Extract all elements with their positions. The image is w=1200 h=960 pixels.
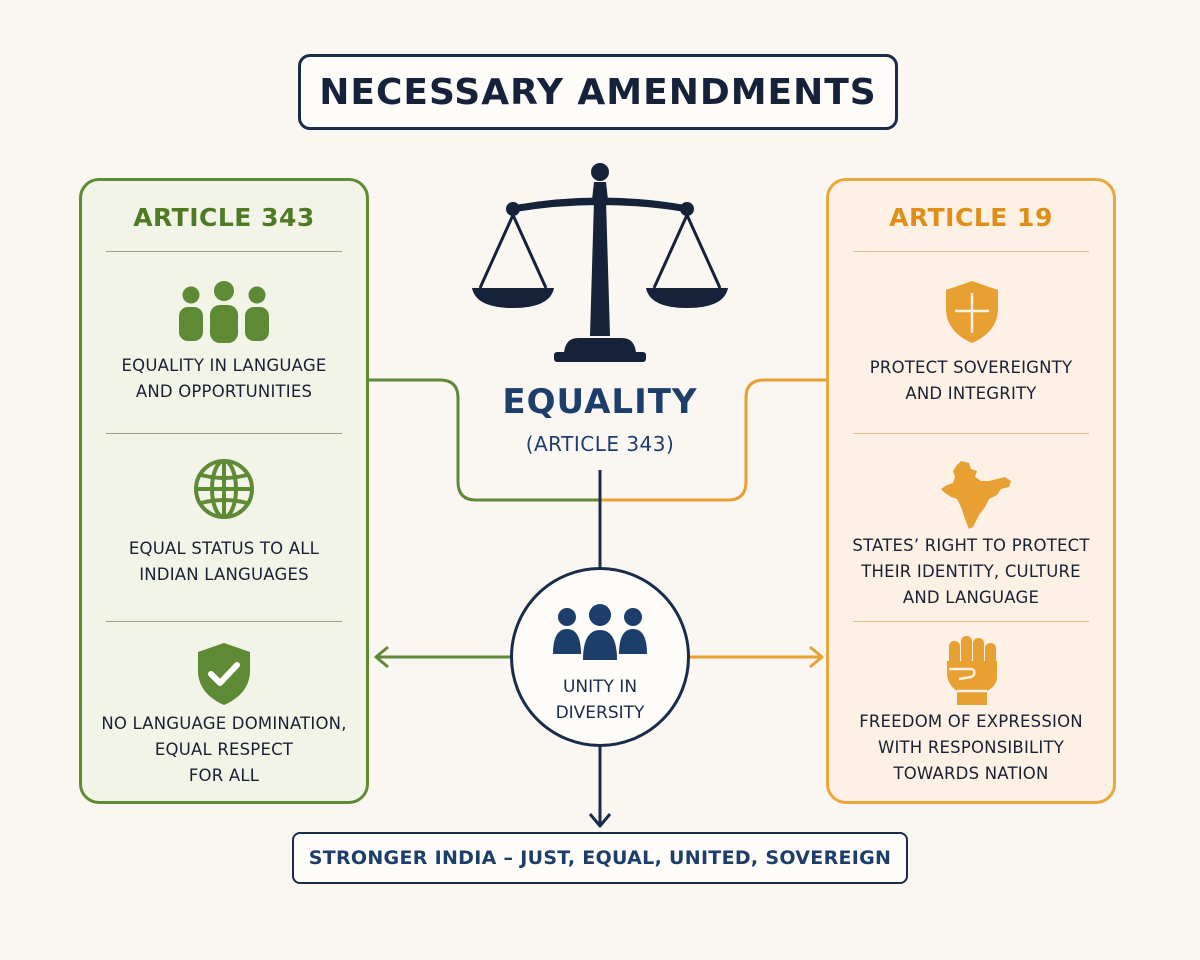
people-group-icon <box>179 281 269 343</box>
equality-language-text: EQUALITY IN LANGUAGE AND OPPORTUNITIES <box>121 356 327 401</box>
article-343-panel: ARTICLE 343 EQUALITY IN LANGUAGE AND OPP… <box>79 178 369 804</box>
divider <box>106 251 342 252</box>
divider <box>853 433 1089 434</box>
page-title: NECESSARY AMENDMENTS <box>319 71 877 113</box>
shield-check-icon <box>198 643 250 705</box>
equal-status-text: EQUAL STATUS TO ALL INDIAN LANGUAGES <box>128 539 320 584</box>
title-box: NECESSARY AMENDMENTS <box>298 54 898 130</box>
divider <box>106 621 342 622</box>
article-343-heading: ARTICLE 343 <box>133 203 315 232</box>
divider <box>106 433 342 434</box>
scales-of-justice-icon <box>472 163 728 362</box>
equality-subtitle: (ARTICLE 343) <box>525 432 675 456</box>
divider <box>853 621 1089 622</box>
divider <box>853 251 1089 252</box>
summary-text: STRONGER INDIA – JUST, EQUAL, UNITED, SO… <box>308 847 892 869</box>
shield-cross-icon <box>946 281 998 343</box>
orange-connector-line <box>600 378 827 502</box>
unity-circle: UNITY IN DIVERSITY <box>510 567 690 747</box>
no-domination-text: NO LANGUAGE DOMINATION, EQUAL RESPECT FO… <box>101 714 347 785</box>
freedom-expression-text: FREEDOM OF EXPRESSION WITH RESPONSIBILIT… <box>859 712 1083 783</box>
raised-fist-icon <box>947 636 997 705</box>
equality-title: EQUALITY <box>502 382 698 422</box>
unity-in-diversity-text: UNITY IN DIVERSITY <box>555 677 645 723</box>
article-19-heading: ARTICLE 19 <box>889 203 1053 232</box>
globe-icon <box>194 459 254 519</box>
states-right-text: STATES’ RIGHT TO PROTECT THEIR IDENTITY,… <box>852 536 1090 607</box>
protect-sovereignty-text: PROTECT SOVEREIGNTY AND INTEGRITY <box>869 358 1073 403</box>
india-map-icon <box>941 461 1011 529</box>
green-connector-line <box>369 378 600 502</box>
article-19-panel: ARTICLE 19 PROTECT SOVEREIGNTY AND INTEG… <box>826 178 1116 804</box>
summary-box: STRONGER INDIA – JUST, EQUAL, UNITED, SO… <box>292 832 908 884</box>
people-group-icon <box>553 604 647 660</box>
